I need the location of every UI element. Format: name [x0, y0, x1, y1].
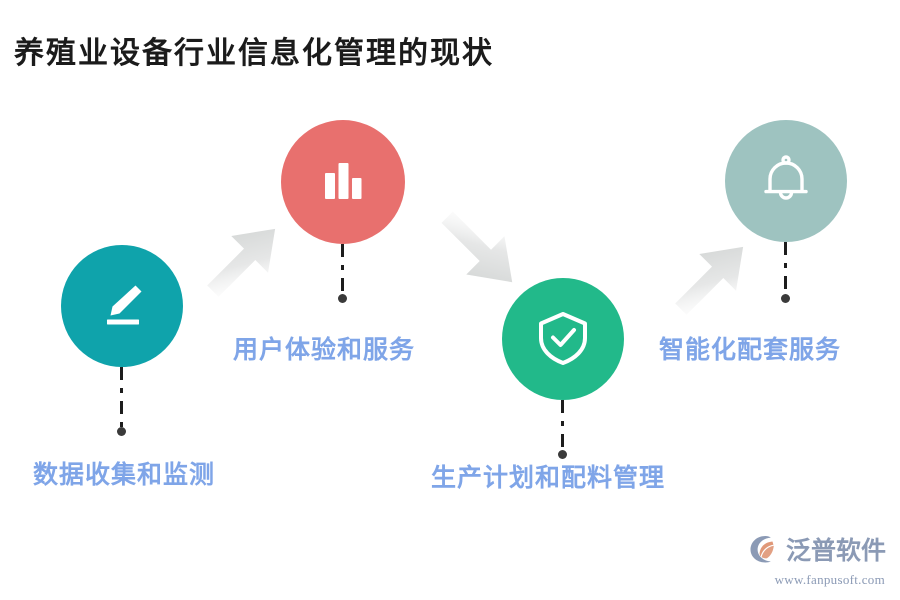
- brand-logo-row: 泛普软件: [748, 534, 886, 569]
- flow-step-2-connector: [338, 244, 347, 303]
- pencil-edit-icon: [91, 273, 153, 340]
- flow-step-3-circle[interactable]: [502, 278, 624, 400]
- brand-url: www.fanpusoft.com: [774, 572, 885, 587]
- flow-step-2-circle[interactable]: [281, 120, 405, 244]
- page-title: 养殖业设备行业信息化管理的现状: [14, 37, 494, 70]
- flow-arrow-2: [428, 198, 530, 300]
- brand-name: 泛普软件: [785, 538, 886, 565]
- flow-step-2-label: 用户体验和服务: [233, 337, 416, 364]
- flow-step-4-label: 智能化配套服务: [659, 337, 842, 364]
- shield-check-icon: [531, 305, 595, 374]
- bell-icon: [756, 149, 816, 214]
- flow-step-1-circle[interactable]: [61, 245, 183, 367]
- flow-arrow-1: [196, 212, 292, 308]
- bar-chart-icon: [315, 152, 371, 213]
- flow-arrow-3: [664, 230, 760, 326]
- flow-step-3-label: 生产计划和配料管理: [431, 465, 666, 492]
- flow-step-1-connector: [117, 367, 126, 436]
- flow-step-4-circle[interactable]: [725, 120, 847, 242]
- flow-step-1-label: 数据收集和监测: [33, 462, 216, 489]
- fanpu-logo-mark-icon: [748, 534, 782, 569]
- flow-step-3-connector: [558, 400, 567, 459]
- flow-step-4-connector: [781, 242, 790, 303]
- brand-logo: 泛普软件 www.fanpusoft.com: [748, 534, 886, 588]
